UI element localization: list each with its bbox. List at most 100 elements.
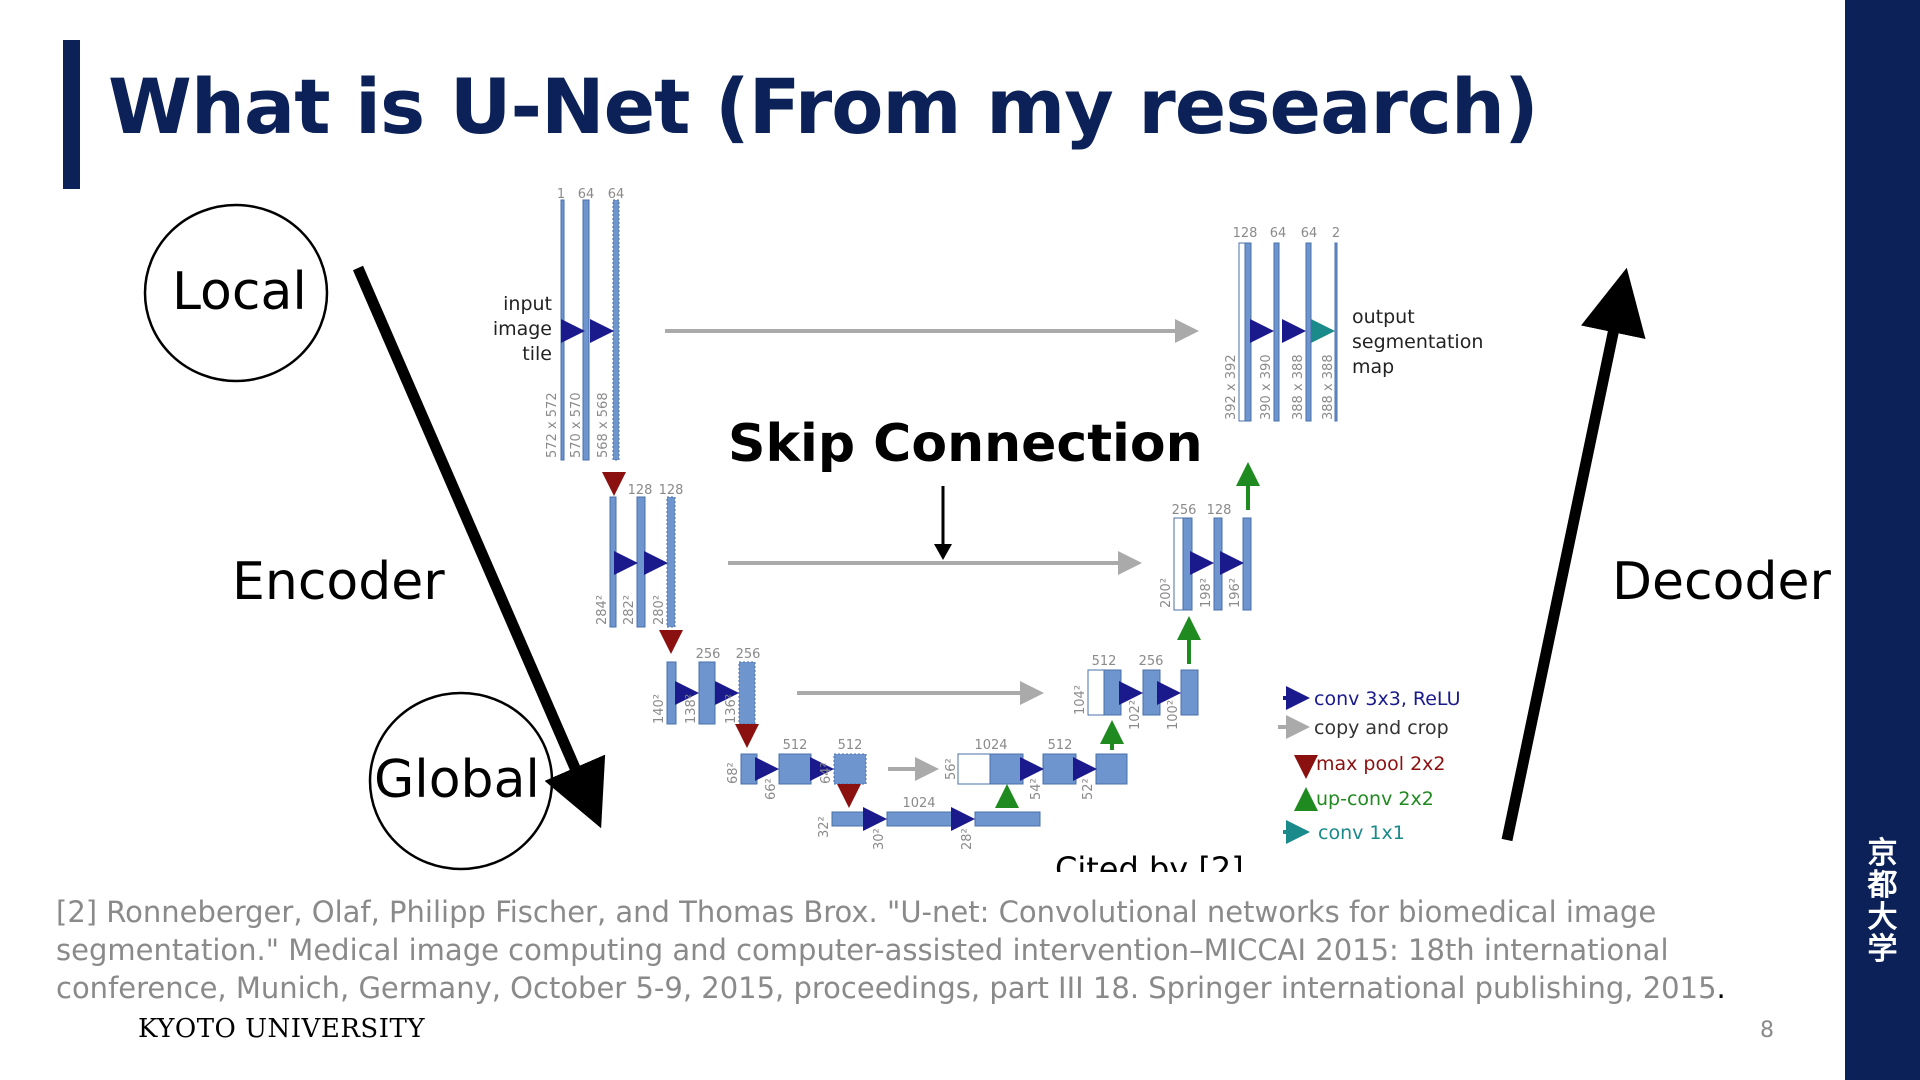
size-label: 284²	[595, 595, 610, 625]
slide-title: What is U-Net (From my research)	[108, 62, 1539, 151]
decoder-label: Decoder	[1612, 552, 1831, 612]
channel-label: 128	[1207, 503, 1232, 518]
feature-map	[1182, 517, 1193, 611]
channel-label: 128	[628, 483, 653, 498]
feature-map	[636, 496, 646, 628]
size-label: 68²	[726, 762, 741, 784]
feature-map	[1238, 242, 1246, 422]
channel-label: 64	[578, 187, 595, 202]
legend-pool-label: max pool 2x2	[1316, 753, 1445, 775]
cited-by-label: Cited by [2]	[1055, 850, 1244, 872]
page-number: 8	[1760, 1018, 1774, 1043]
feature-map	[1180, 669, 1199, 716]
channel-label: 256	[1172, 503, 1197, 518]
size-label: 388 x 388	[1291, 354, 1306, 420]
size-label: 388 x 388	[1321, 354, 1336, 420]
size-label: 64²	[819, 762, 834, 784]
feature-map	[740, 753, 758, 785]
university-logo: 京都大学	[1867, 836, 1898, 967]
size-label: 140²	[652, 694, 667, 724]
input-label: image	[493, 318, 552, 340]
feature-map	[778, 753, 812, 785]
input-label: input	[503, 293, 552, 315]
size-label: 198²	[1199, 578, 1214, 608]
global-label: Global	[374, 750, 540, 810]
local-label: Local	[172, 262, 307, 322]
feature-map	[886, 811, 953, 827]
local-circle	[143, 203, 329, 383]
size-label: 32²	[817, 816, 832, 838]
size-label: 54²	[1029, 778, 1044, 800]
size-label: 280²	[652, 595, 667, 625]
citation-body: [2] Ronneberger, Olaf, Philipp Fischer, …	[56, 895, 1717, 1005]
size-label: 138²	[684, 694, 699, 724]
decoder-arrow	[1501, 267, 1646, 842]
size-label: 282²	[622, 595, 637, 625]
feature-map	[833, 753, 867, 785]
feature-map	[698, 661, 716, 725]
feature-map	[609, 496, 617, 628]
output-label: output	[1352, 306, 1415, 328]
channel-label: 512	[783, 738, 808, 753]
feature-map	[1305, 242, 1312, 422]
feature-map	[1334, 242, 1338, 422]
size-label: 56²	[944, 758, 959, 780]
footer-university: KYOTO UNIVERSITY	[138, 1014, 425, 1044]
size-label: 52²	[1081, 778, 1096, 800]
channel-label: 1	[557, 187, 565, 202]
size-label: 390 x 390	[1259, 354, 1274, 420]
skip-pointer-head	[934, 544, 952, 560]
feature-map	[957, 753, 991, 785]
feature-map	[738, 661, 756, 725]
feature-map	[1042, 753, 1077, 785]
feature-map	[1213, 517, 1223, 611]
feature-map	[1087, 669, 1105, 716]
feature-map	[1142, 669, 1161, 716]
citation-text: [2] Ronneberger, Olaf, Philipp Fischer, …	[56, 893, 1816, 1007]
encoder-arrow	[352, 265, 606, 829]
feature-map	[974, 811, 1041, 827]
citation-period: .	[1716, 971, 1726, 1005]
size-label: 136²	[724, 694, 739, 724]
title-accent-bar	[63, 40, 80, 189]
input-label: tile	[522, 343, 552, 365]
channel-label: 256	[736, 647, 761, 662]
size-label: 568 x 568	[596, 392, 611, 458]
feature-map	[612, 199, 620, 461]
channel-label: 256	[1139, 654, 1164, 669]
brand-sidebar	[1845, 0, 1920, 1080]
feature-map	[666, 661, 677, 725]
channel-label: 128	[659, 483, 684, 498]
legend-copy-label: copy and crop	[1314, 717, 1449, 739]
feature-map	[560, 199, 565, 461]
channel-label: 64	[1301, 226, 1318, 241]
channel-label: 1024	[902, 796, 935, 811]
channel-label: 512	[1092, 654, 1117, 669]
legend-conv-label: conv 3x3, ReLU	[1314, 688, 1460, 710]
size-label: 66²	[764, 778, 779, 800]
size-label: 570 x 570	[569, 392, 584, 458]
channel-label: 256	[696, 647, 721, 662]
channel-label: 128	[1233, 226, 1258, 241]
size-label: 102²	[1128, 700, 1143, 730]
size-label: 30²	[872, 828, 887, 850]
feature-map	[1173, 517, 1184, 611]
output-label: map	[1352, 356, 1394, 378]
feature-map	[1103, 669, 1122, 716]
channel-label: 512	[838, 738, 863, 753]
skip-connection-label: Skip Connection	[728, 414, 1203, 474]
size-label: 28²	[960, 828, 975, 850]
encoder-label: Encoder	[232, 552, 445, 612]
size-label: 100²	[1166, 700, 1181, 730]
size-label: 196²	[1228, 578, 1243, 608]
channel-label: 64	[608, 187, 625, 202]
size-label: 572 x 572	[545, 392, 560, 458]
channel-label: 512	[1048, 738, 1073, 753]
legend-conv1x1-label: conv 1x1	[1318, 822, 1405, 844]
size-label: 392 x 392	[1224, 354, 1239, 420]
channel-label: 2	[1332, 226, 1340, 241]
output-label: segmentation	[1352, 331, 1483, 353]
feature-map	[1095, 753, 1128, 785]
